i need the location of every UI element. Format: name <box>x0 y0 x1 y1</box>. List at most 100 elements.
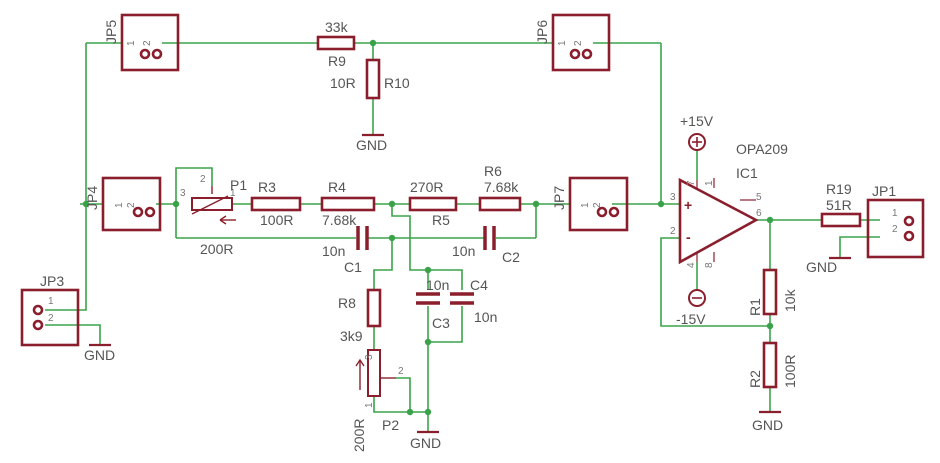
gnd-jp1: GND <box>806 256 851 275</box>
svg-text:R5: R5 <box>432 212 450 228</box>
svg-text:C4: C4 <box>470 277 488 293</box>
svg-text:8: 8 <box>704 262 715 268</box>
svg-text:1: 1 <box>704 180 715 186</box>
resistor-r9: 33k R9 <box>316 19 356 69</box>
supply-positive: +15V <box>680 113 714 151</box>
svg-text:C3: C3 <box>432 315 450 331</box>
svg-text:+15V: +15V <box>680 113 714 129</box>
svg-text:200R: 200R <box>351 419 367 452</box>
svg-text:2: 2 <box>670 226 676 237</box>
svg-text:2: 2 <box>398 366 404 377</box>
potentiometer-p1: 3 2 1 P1 200R <box>180 174 247 257</box>
svg-text:GND: GND <box>84 347 115 363</box>
resistor-r4: R4 7.68k <box>320 179 376 228</box>
jp4-label: JP4 <box>84 186 100 210</box>
svg-text:3k9: 3k9 <box>340 328 363 344</box>
svg-text:3: 3 <box>180 188 186 199</box>
connector-jp4: JP4 1 2 <box>84 176 162 232</box>
svg-text:1: 1 <box>126 40 137 46</box>
resistor-r3: R3 100R <box>250 179 302 228</box>
svg-text:-15V: -15V <box>676 311 706 327</box>
jp3-label: JP3 <box>40 273 64 289</box>
svg-text:10n: 10n <box>322 243 345 259</box>
resistor-r1: R1 10k <box>747 268 798 316</box>
svg-text:1: 1 <box>580 202 591 208</box>
svg-text:GND: GND <box>806 259 837 275</box>
svg-text:R8: R8 <box>338 295 356 311</box>
junctions <box>82 39 774 416</box>
connector-jp6: JP6 1 2 <box>534 13 611 72</box>
svg-text:7.68k: 7.68k <box>322 212 357 228</box>
svg-text:R1: R1 <box>747 298 763 316</box>
svg-text:2: 2 <box>573 40 584 46</box>
connector-jp1: JP1 1 2 <box>866 183 925 259</box>
svg-text:10n: 10n <box>452 243 475 259</box>
jp1-label: JP1 <box>872 183 896 199</box>
svg-text:P2: P2 <box>382 417 399 433</box>
potentiometer-p2: 3 2 1 P2 200R <box>351 349 404 452</box>
opamp-part: OPA209 <box>736 141 788 157</box>
svg-text:10n: 10n <box>426 277 449 293</box>
resistor-r6: R6 7.68k <box>478 163 522 212</box>
svg-text:2: 2 <box>48 313 54 324</box>
capacitor-c2: 10n C2 <box>452 226 520 265</box>
svg-text:7: 7 <box>686 180 697 186</box>
resistor-r2: R2 100R <box>747 341 798 389</box>
connector-jp3: JP3 1 2 <box>20 273 80 347</box>
svg-text:GND: GND <box>356 137 387 153</box>
svg-text:R6: R6 <box>484 163 502 179</box>
wires <box>45 42 880 432</box>
svg-text:2: 2 <box>892 224 898 235</box>
jp7-label: JP7 <box>551 186 567 210</box>
svg-text:C2: C2 <box>502 249 520 265</box>
svg-text:1: 1 <box>892 208 898 219</box>
svg-text:4: 4 <box>686 262 697 268</box>
svg-text:2: 2 <box>592 202 603 208</box>
svg-text:2: 2 <box>142 40 153 46</box>
connector-jp5: JP5 1 2 <box>103 13 180 72</box>
capacitor-c4: 10n <box>416 277 449 305</box>
svg-text:200R: 200R <box>200 241 233 257</box>
svg-text:1: 1 <box>114 202 125 208</box>
jp6-label: JP6 <box>534 20 550 44</box>
resistor-r8: R8 3k9 <box>338 288 382 344</box>
svg-text:3: 3 <box>364 354 375 360</box>
svg-text:2: 2 <box>126 202 137 208</box>
svg-text:1: 1 <box>364 402 375 408</box>
svg-text:5: 5 <box>756 192 762 203</box>
jp5-label: JP5 <box>103 20 119 44</box>
svg-text:R10: R10 <box>384 75 410 91</box>
gnd-jp3: GND <box>84 343 115 363</box>
capacitor-c3: C4 10n C3 <box>432 277 497 331</box>
svg-text:270R: 270R <box>410 179 443 195</box>
svg-text:R9: R9 <box>328 53 346 69</box>
svg-text:GND: GND <box>752 417 783 433</box>
opamp-ic1: + - 3 2 7 1 5 6 4 8 OPA209 IC1 <box>670 141 788 268</box>
svg-text:10k: 10k <box>782 288 798 312</box>
svg-text:1: 1 <box>230 188 236 199</box>
svg-text:1: 1 <box>557 40 568 46</box>
svg-text:33k: 33k <box>325 19 349 35</box>
svg-text:R3: R3 <box>258 179 276 195</box>
svg-text:1: 1 <box>48 296 54 307</box>
resistor-r19: R19 51R <box>820 181 862 228</box>
svg-text:R4: R4 <box>328 179 346 195</box>
svg-text:10R: 10R <box>330 75 356 91</box>
svg-text:R19: R19 <box>826 181 852 197</box>
resistor-r5: 270R R5 <box>408 179 458 228</box>
svg-text:51R: 51R <box>826 197 852 213</box>
capacitor-c1: 10n C1 <box>322 226 369 275</box>
gnd-r10: GND <box>356 133 387 153</box>
svg-text:R2: R2 <box>747 370 763 388</box>
svg-text:6: 6 <box>756 208 762 219</box>
svg-text:100R: 100R <box>260 212 293 228</box>
svg-text:GND: GND <box>410 435 441 451</box>
gnd-r2: GND <box>752 410 783 433</box>
svg-text:C1: C1 <box>344 259 362 275</box>
resistor-r10: 10R R10 <box>330 58 410 100</box>
svg-text:P1: P1 <box>230 177 247 193</box>
opamp-minus: - <box>686 229 691 245</box>
svg-text:10n: 10n <box>474 309 497 325</box>
svg-text:2: 2 <box>200 174 206 185</box>
